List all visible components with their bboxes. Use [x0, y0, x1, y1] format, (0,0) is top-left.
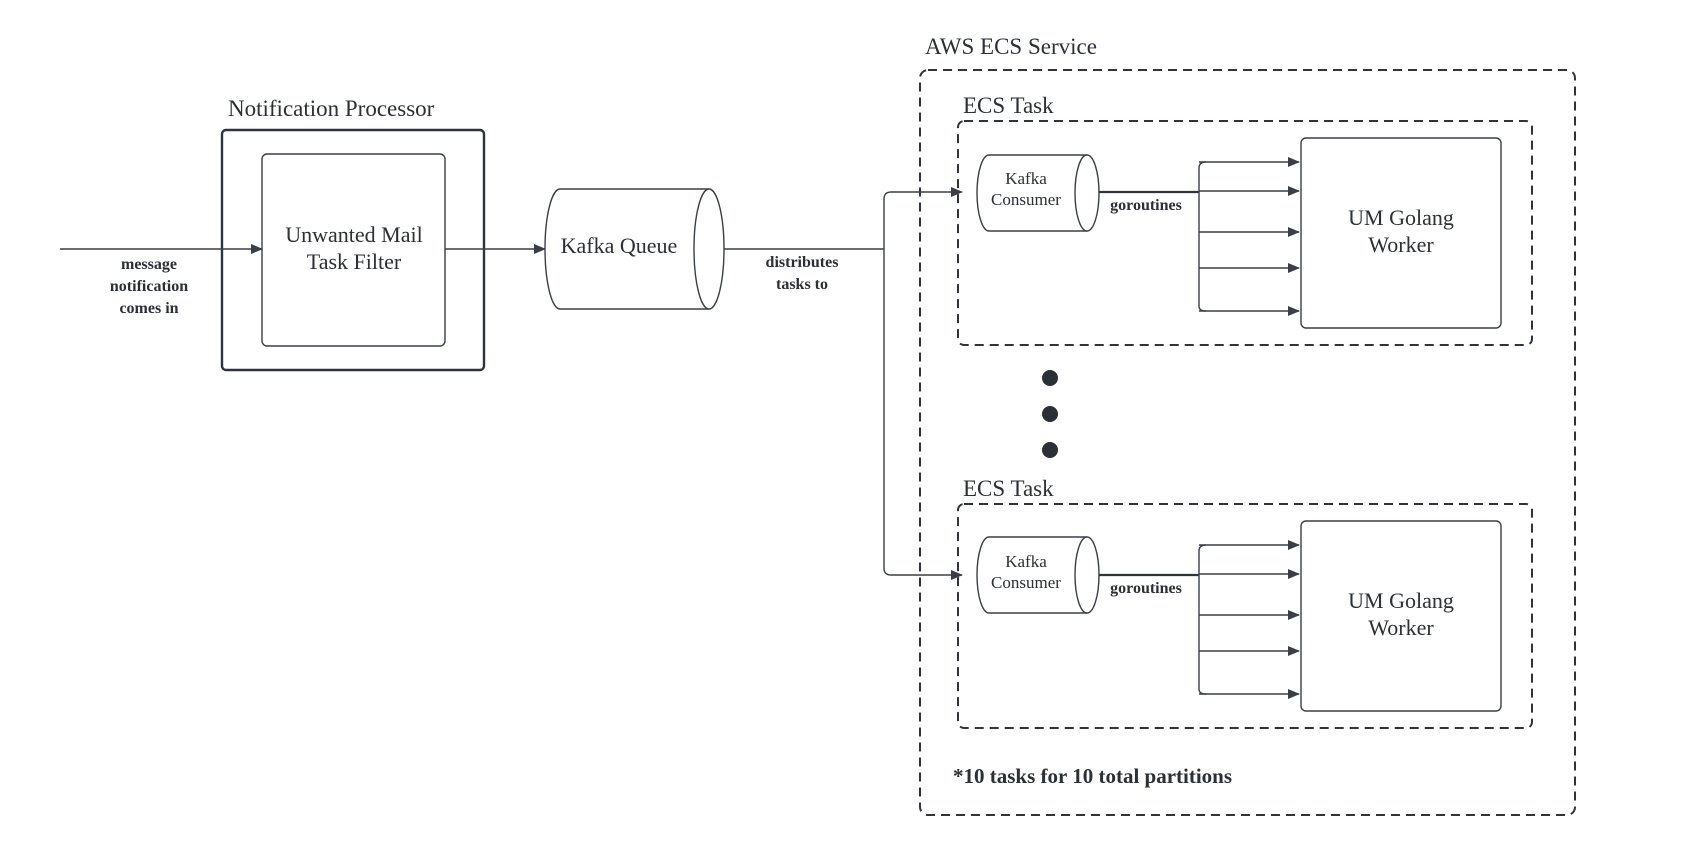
incoming-label-3: comes in [119, 300, 178, 317]
ecs-task-1-consumer-label-1: Kafka [1005, 169, 1047, 188]
ecs-task-2: ECS Task Kafka Consumer goroutines UM Go… [957, 476, 1533, 729]
kafka-queue-label: Kafka Queue [561, 233, 678, 258]
ecs-task-1-worker-label-1: UM Golang [1348, 205, 1454, 230]
ecs-task-2-worker-label-1: UM Golang [1348, 588, 1454, 613]
ecs-task-2-worker-label-2: Worker [1368, 615, 1434, 640]
ecs-task-1-goroutine-arrows [1198, 157, 1300, 316]
ecs-task-2-title: ECS Task [963, 476, 1054, 501]
ecs-task-2-worker-box [1300, 520, 1502, 712]
incoming-label-1: message [121, 256, 177, 273]
ecs-task-1-goroutines-label: goroutines [1110, 197, 1182, 214]
aws-ecs-service-title: AWS ECS Service [925, 34, 1097, 59]
ecs-task-2-container [957, 503, 1533, 729]
distribute-arrow-top [883, 187, 963, 249]
unwanted-filter-label-2: Task Filter [307, 249, 402, 274]
partition-footnote: *10 tasks for 10 total partitions [953, 764, 1232, 788]
ecs-task-2-kafka-consumer [976, 536, 1100, 614]
incoming-label-2: notification [110, 278, 188, 295]
ecs-task-1-worker-label-2: Worker [1368, 232, 1434, 257]
distributes-label-1: distributes [766, 254, 839, 271]
ecs-task-2-goroutine-arrows [1198, 540, 1300, 699]
ecs-task-2-consumer-label-2: Consumer [991, 573, 1061, 592]
ecs-task-1-title: ECS Task [963, 93, 1054, 118]
distribute-arrow-bottom [883, 249, 963, 580]
unwanted-filter-label-1: Unwanted Mail [285, 222, 422, 247]
more-tasks-ellipsis [1042, 370, 1058, 458]
ecs-task-1: ECS Task Kafka Consumer goroutines UM Go… [957, 93, 1533, 346]
distributes-label-2: tasks to [776, 276, 828, 293]
kafka-queue-cylinder [544, 188, 725, 310]
ecs-task-1-container [957, 120, 1533, 346]
notification-processor-title: Notification Processor [228, 96, 435, 121]
aws-ecs-service-container [919, 69, 1576, 816]
ecs-task-2-goroutines-label: goroutines [1110, 580, 1182, 597]
ecs-task-1-kafka-consumer [976, 154, 1100, 232]
ecs-task-1-consumer-label-2: Consumer [991, 190, 1061, 209]
ecs-task-1-worker-box [1300, 137, 1502, 329]
ecs-task-2-consumer-label-1: Kafka [1005, 552, 1047, 571]
